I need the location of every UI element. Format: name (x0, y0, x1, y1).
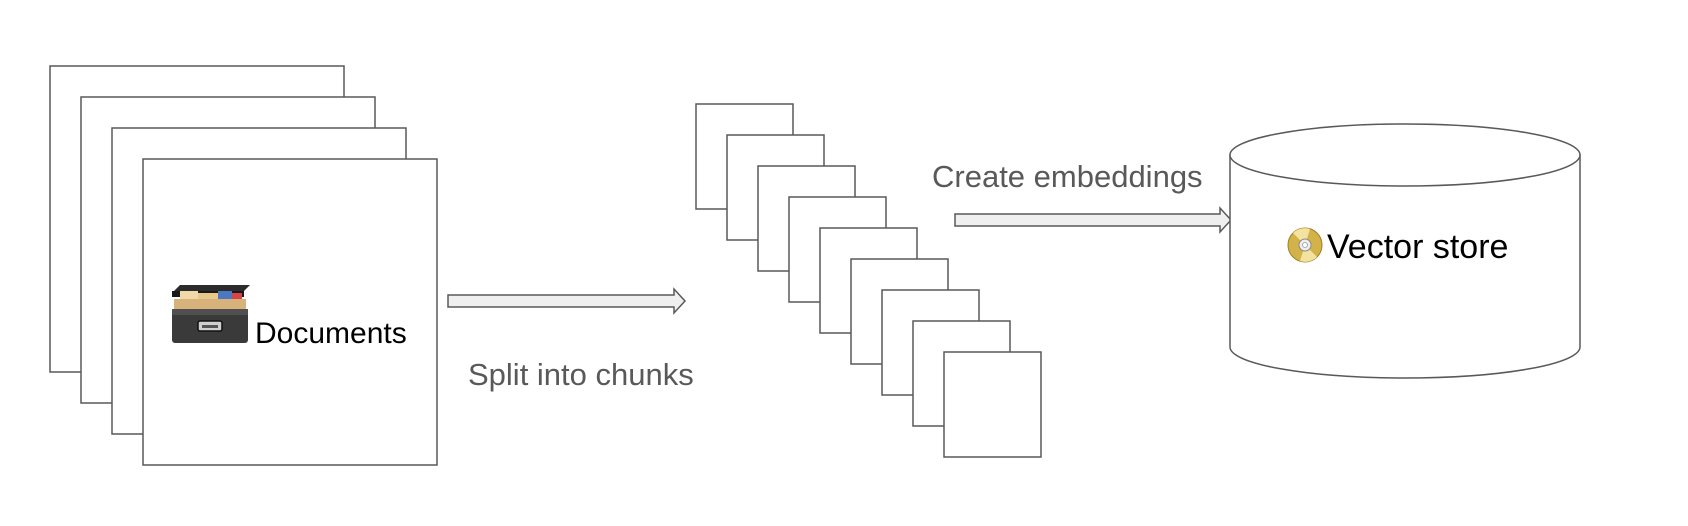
documents-stack: Documents (49, 65, 438, 466)
chunks-stack (695, 103, 1042, 458)
card-file-box-icon (172, 285, 250, 343)
vector-store-label: Vector store (1327, 228, 1508, 266)
vector-store-cylinder: Vector store (1229, 123, 1581, 379)
optical-disc-icon (1287, 227, 1323, 263)
split-arrow (447, 287, 687, 315)
chunk (943, 351, 1042, 458)
embed-arrow (954, 206, 1233, 234)
split-step-label: Split into chunks (468, 357, 694, 392)
embed-step-label: Create embeddings (932, 159, 1203, 194)
documents-label: Documents (255, 317, 407, 350)
